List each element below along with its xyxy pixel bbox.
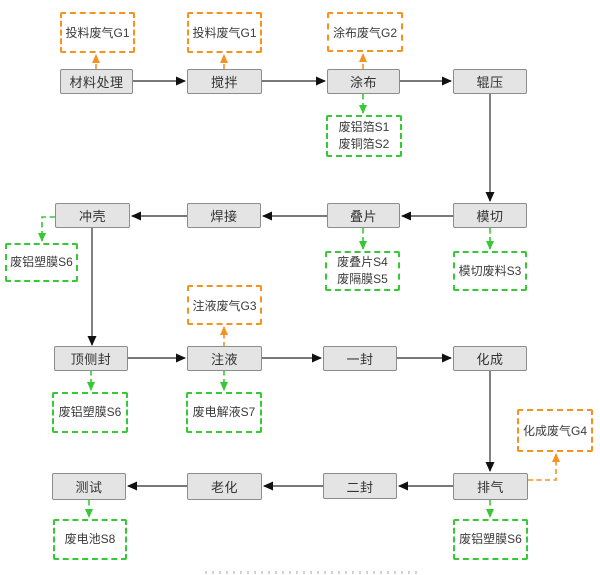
waste-label: 废电解液S7 <box>192 405 256 419</box>
gas-node-coating-g2: 涂布废气G2 <box>327 12 403 52</box>
process-label: 测试 <box>75 480 103 495</box>
gas-node-feeding-g1-b: 投料废气G1 <box>187 12 262 53</box>
process-node-second-seal: 二封 <box>323 473 397 499</box>
process-node-first-seal: 一封 <box>323 346 397 371</box>
process-label: 涂布 <box>349 75 377 90</box>
waste-node-foil-s1-s2: 废铝箔S1 废铜箔S2 <box>326 115 402 157</box>
process-node-aging: 老化 <box>187 473 262 500</box>
process-node-testing: 测试 <box>52 473 126 500</box>
arrow-shell-to-waste-s6 <box>38 216 55 242</box>
waste-label-line2: 废铜箔S2 <box>338 137 390 151</box>
process-label: 一封 <box>346 352 374 367</box>
process-label: 材料处理 <box>69 75 124 90</box>
process-label: 老化 <box>210 480 238 495</box>
process-label: 排气 <box>476 480 504 495</box>
process-node-die-cutting: 模切 <box>453 203 527 228</box>
process-node-welding: 焊接 <box>187 203 261 228</box>
gas-node-injection-g3: 注液废气G3 <box>187 285 262 325</box>
waste-node-laminate-s6-shell: 废铝塑膜S6 <box>5 243 78 282</box>
gas-node-feeding-g1-a: 投料废气G1 <box>60 12 135 53</box>
process-label: 叠片 <box>349 209 377 224</box>
process-node-material-handling: 材料处理 <box>60 69 133 94</box>
waste-node-diecut-s3: 模切废料S3 <box>453 251 527 291</box>
process-label: 顶侧封 <box>70 352 112 367</box>
process-label: 二封 <box>346 479 374 495</box>
process-label: 注液 <box>210 352 238 367</box>
cropped-caption-fragment <box>205 571 420 574</box>
gas-label: 注液废气G3 <box>192 298 257 313</box>
process-label: 冲壳 <box>78 209 106 224</box>
waste-node-electrolyte-s7: 废电解液S7 <box>186 392 262 433</box>
waste-label: 废铝塑膜S6 <box>58 405 122 419</box>
gas-label: 涂布废气G2 <box>332 25 397 40</box>
waste-label-line1: 废铝箔S1 <box>338 120 390 134</box>
waste-label-line1: 废叠片S4 <box>337 255 388 269</box>
gas-label: 投料废气G1 <box>65 26 130 40</box>
gas-label: 化成废气G4 <box>522 424 587 438</box>
arrow-degas-to-gas-g4 <box>528 453 560 481</box>
waste-label: 模切废料S3 <box>458 263 522 278</box>
waste-label: 废电池S8 <box>64 532 116 546</box>
process-label: 辊压 <box>476 75 504 90</box>
waste-label: 废铝塑膜S6 <box>10 255 73 269</box>
process-node-stacking: 叠片 <box>327 203 400 228</box>
process-node-coating: 涂布 <box>327 69 400 94</box>
process-label: 搅拌 <box>210 75 238 90</box>
process-node-top-side-seal: 顶侧封 <box>54 346 128 371</box>
gas-label: 投料废气G1 <box>192 26 257 40</box>
process-node-rolling: 辊压 <box>453 69 527 94</box>
process-node-mixing: 搅拌 <box>187 69 262 94</box>
process-label: 模切 <box>476 209 504 224</box>
gas-node-formation-g4: 化成废气G4 <box>517 409 593 452</box>
process-node-formation: 化成 <box>453 346 527 371</box>
waste-label-line2: 废隔膜S5 <box>337 272 388 286</box>
waste-node-battery-s8: 废电池S8 <box>53 519 127 560</box>
waste-node-laminate-s6-degas: 废铝塑膜S6 <box>453 519 528 560</box>
process-label: 焊接 <box>210 209 238 224</box>
process-node-electrolyte-injection: 注液 <box>187 346 262 371</box>
process-label: 化成 <box>476 352 504 367</box>
process-node-shell-punching: 冲壳 <box>55 203 130 228</box>
waste-node-stack-s4-s5: 废叠片S4 废隔膜S5 <box>325 251 400 291</box>
waste-node-laminate-s6-topseal: 废铝塑膜S6 <box>52 392 128 433</box>
process-node-degassing: 排气 <box>453 473 528 500</box>
waste-label: 废铝塑膜S6 <box>459 532 522 546</box>
